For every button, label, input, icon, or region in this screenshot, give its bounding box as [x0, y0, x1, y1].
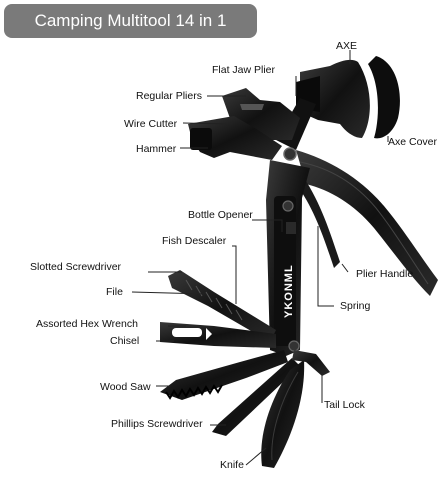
label-hammer: Hammer — [136, 143, 177, 155]
label-fish-descaler: Fish Descaler — [162, 235, 227, 247]
wood-saw-shape — [160, 350, 288, 400]
label-file: File — [106, 286, 123, 298]
plier-handle-shape — [296, 150, 438, 296]
leader-file — [131, 291, 207, 295]
label-axe-cover: Axe Cover — [388, 136, 438, 148]
leader-bottle-opener — [252, 219, 283, 232]
label-flat-jaw-plier: Flat Jaw Plier — [212, 64, 276, 76]
brand-text: YKONML — [283, 264, 295, 318]
title-text: Camping Multitool 14 in 1 — [34, 11, 227, 30]
hammer-shape — [188, 116, 282, 160]
leader-fish-descaler — [232, 245, 237, 304]
file-tool-shape — [168, 270, 276, 342]
label-knife: Knife — [220, 459, 244, 471]
phillips-shape — [212, 358, 300, 436]
label-axe: AXE — [336, 40, 358, 52]
label-phillips-screwdriver: Phillips Screwdriver — [111, 418, 203, 430]
axe-cover-shape — [368, 56, 400, 139]
title-banner: Camping Multitool 14 in 1 — [4, 4, 257, 38]
tail-lock-shape — [292, 350, 330, 376]
label-spring: Spring — [340, 300, 371, 312]
label-bottle-opener: Bottle Opener — [188, 209, 253, 221]
label-chisel: Chisel — [110, 335, 140, 347]
label-tail-lock: Tail Lock — [324, 399, 365, 411]
leader-knife — [245, 447, 267, 466]
leader-wire-cutter — [182, 122, 233, 125]
label-wood-saw: Wood Saw — [100, 381, 151, 393]
knife-shape — [261, 360, 305, 468]
label-assorted-hex-wrench: Assorted Hex Wrench — [36, 318, 138, 330]
label-regular-pliers: Regular Pliers — [136, 90, 202, 102]
label-wire-cutter: Wire Cutter — [124, 118, 178, 130]
pliers-jaw-shape — [222, 88, 300, 140]
label-slotted-screwdriver: Slotted Screwdriver — [30, 261, 122, 273]
label-plier-handle: Plier Handle — [356, 268, 414, 280]
leader-spring — [317, 226, 334, 307]
leader-plier-handle — [341, 263, 349, 273]
